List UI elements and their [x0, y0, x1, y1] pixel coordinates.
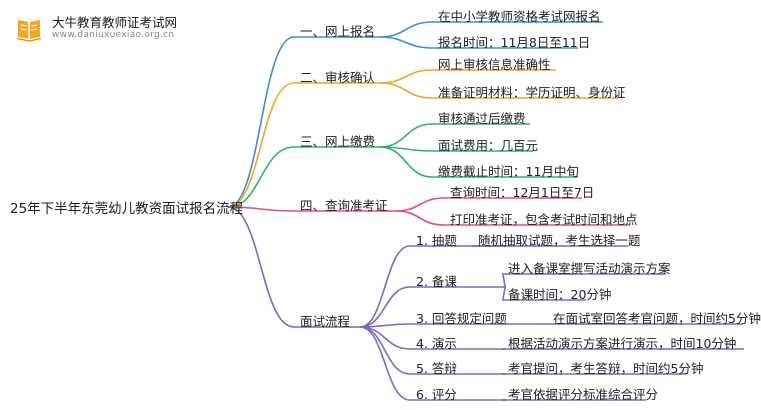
- branch-label: 三、网上缴费: [300, 134, 376, 149]
- branch-connector: [227, 82, 295, 208]
- step-label: 1. 抽题: [416, 233, 457, 248]
- branch-connector: [227, 36, 295, 208]
- leaf-connector: [379, 146, 433, 178]
- leaf-label: 报名时间：11月8日至11日: [438, 35, 591, 50]
- branch-label: 一、网上报名: [300, 24, 376, 39]
- leaf-label: 备课时间：20分钟: [508, 287, 612, 302]
- branch-connector: [227, 206, 295, 328]
- leaf-label: 面试费用：几百元: [438, 138, 539, 153]
- logo-book-icon: [14, 14, 44, 44]
- leaf-connector: [501, 273, 507, 288]
- leaf-connector: [379, 36, 433, 49]
- branch-label: 面试流程: [300, 314, 351, 329]
- leaf-connector: [379, 82, 433, 99]
- step-label: 4. 演示: [416, 336, 457, 351]
- leaf-label: 缴费截止时间：11月中旬: [438, 164, 579, 179]
- leaf-connector: [379, 123, 433, 148]
- leaf-connector: [379, 69, 433, 84]
- leaf-label: 打印准考证，包含考试时间和地点: [450, 212, 638, 227]
- leaf-label: 进入备课室撰写活动演示方案: [508, 261, 671, 276]
- root-title: 25年下半年东莞幼儿教资面试报名流程: [10, 201, 244, 217]
- branch-connector: [227, 206, 295, 212]
- leaf-label: 网上审核信息准确性: [438, 57, 551, 72]
- leaf-label: 准备证明材料：学历证明、身份证: [438, 85, 626, 100]
- leaf-label: 在面试室回答考官问题，时间约5分钟: [553, 311, 761, 326]
- step-label: 3. 回答规定问题: [416, 311, 507, 326]
- leaf-connector: [395, 197, 445, 212]
- leaf-label: 考官依据评分标准综合评分: [508, 387, 659, 402]
- leaf-label: 考官提问，考生答辩，时间约5分钟: [508, 361, 704, 376]
- leaf-connector: [395, 210, 445, 226]
- leaf-label: 查询时间：12月1日至7日: [450, 185, 595, 200]
- branch-label: 二、审核确认: [300, 70, 376, 85]
- leaf-label: 根据活动演示方案进行演示，时间10分钟: [508, 336, 737, 351]
- step-connector: [359, 286, 411, 328]
- leaf-label: 随机抽取试题，考生选择一题: [478, 233, 641, 248]
- step-label: 2. 备课: [416, 274, 457, 289]
- step-connector: [359, 245, 411, 328]
- branch-label: 四、查询准考证: [300, 198, 388, 213]
- leaf-label: 审核通过后缴费: [438, 111, 526, 126]
- leaf-connector: [501, 286, 507, 301]
- step-connector: [359, 326, 411, 401]
- branch-connector: [227, 146, 295, 208]
- site-name: 大牛教育教师证考试网: [52, 15, 178, 30]
- step-label: 6. 评分: [416, 387, 457, 402]
- leaf-label: 在中小学教师资格考试网报名: [438, 9, 601, 24]
- leaf-connector: [379, 21, 433, 38]
- step-label: 5. 答辩: [416, 361, 457, 376]
- step-connector: [359, 326, 411, 375]
- site-url: www.daniuxuexiao.org.cn: [52, 30, 175, 40]
